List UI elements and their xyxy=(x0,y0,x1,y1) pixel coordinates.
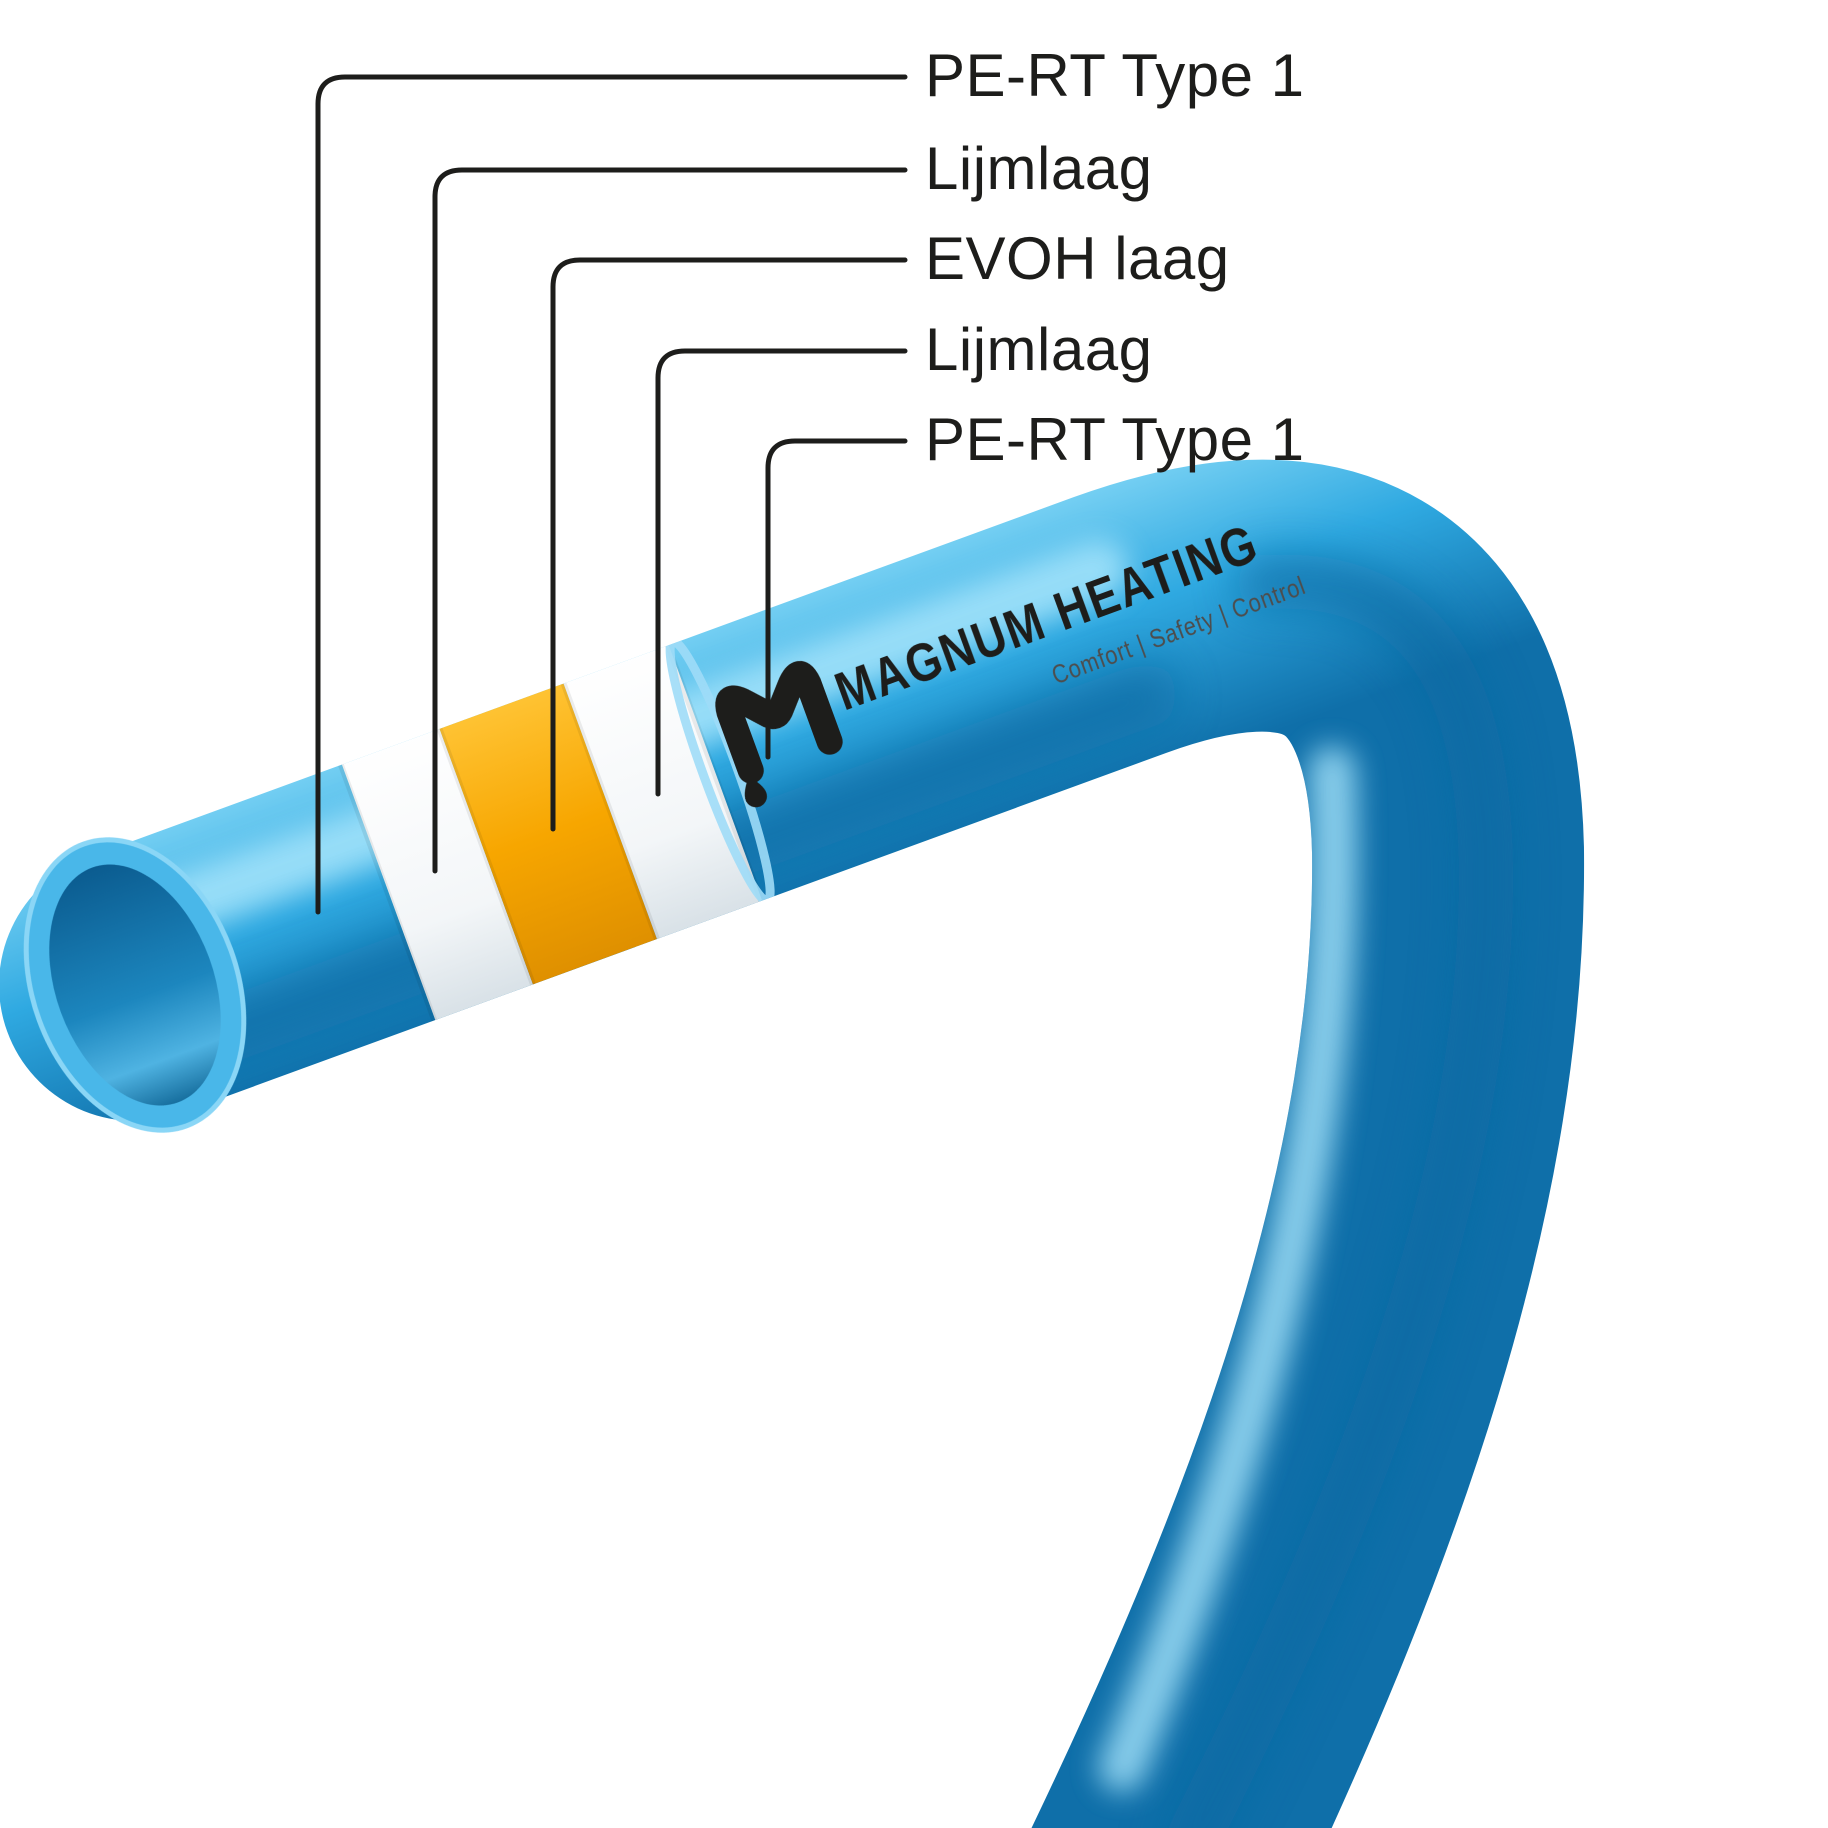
callout-line-evoh xyxy=(550,257,908,832)
callout-line-pert-outer xyxy=(315,74,908,915)
callout-lines xyxy=(315,74,908,915)
band-edge-shadow xyxy=(558,676,662,946)
layer-label-lijmlaag-outer: Lijmlaag xyxy=(925,135,1153,202)
pipe-tube xyxy=(0,459,1585,1828)
layer-band-lijmlaag-outer xyxy=(339,723,536,1026)
pipe-end-bore xyxy=(49,864,221,1106)
brand-drop-icon xyxy=(744,775,767,808)
layer-band-lijmlaag-inner xyxy=(561,639,765,945)
layer-label-lijmlaag-inner: Lijmlaag xyxy=(925,316,1153,383)
pipe-body: MAGNUM HEATING Comfort | Safety | Contro… xyxy=(0,459,1585,1828)
band-edge-shadow xyxy=(336,758,440,1028)
callout-line-lijmlaag-outer xyxy=(432,167,908,874)
layer-label-pert-inner: PE-RT Type 1 xyxy=(925,406,1305,473)
callout-line-lijmlaag-inner xyxy=(655,348,908,797)
layer-band-evoh xyxy=(437,677,659,990)
layer-label-evoh: EVOH laag xyxy=(925,225,1230,292)
pipe-shadow-bend xyxy=(1167,554,1514,1828)
brand-m-drop-icon xyxy=(715,661,843,784)
pipe-open-end xyxy=(23,837,247,1133)
layer-label-pert-outer: PE-RT Type 1 xyxy=(925,42,1305,109)
pipe-highlight-leg xyxy=(1098,746,1358,1792)
callout-line-pert-inner xyxy=(765,438,908,760)
band-edge-shadow xyxy=(434,722,538,991)
band-edge-shadow xyxy=(662,638,767,908)
